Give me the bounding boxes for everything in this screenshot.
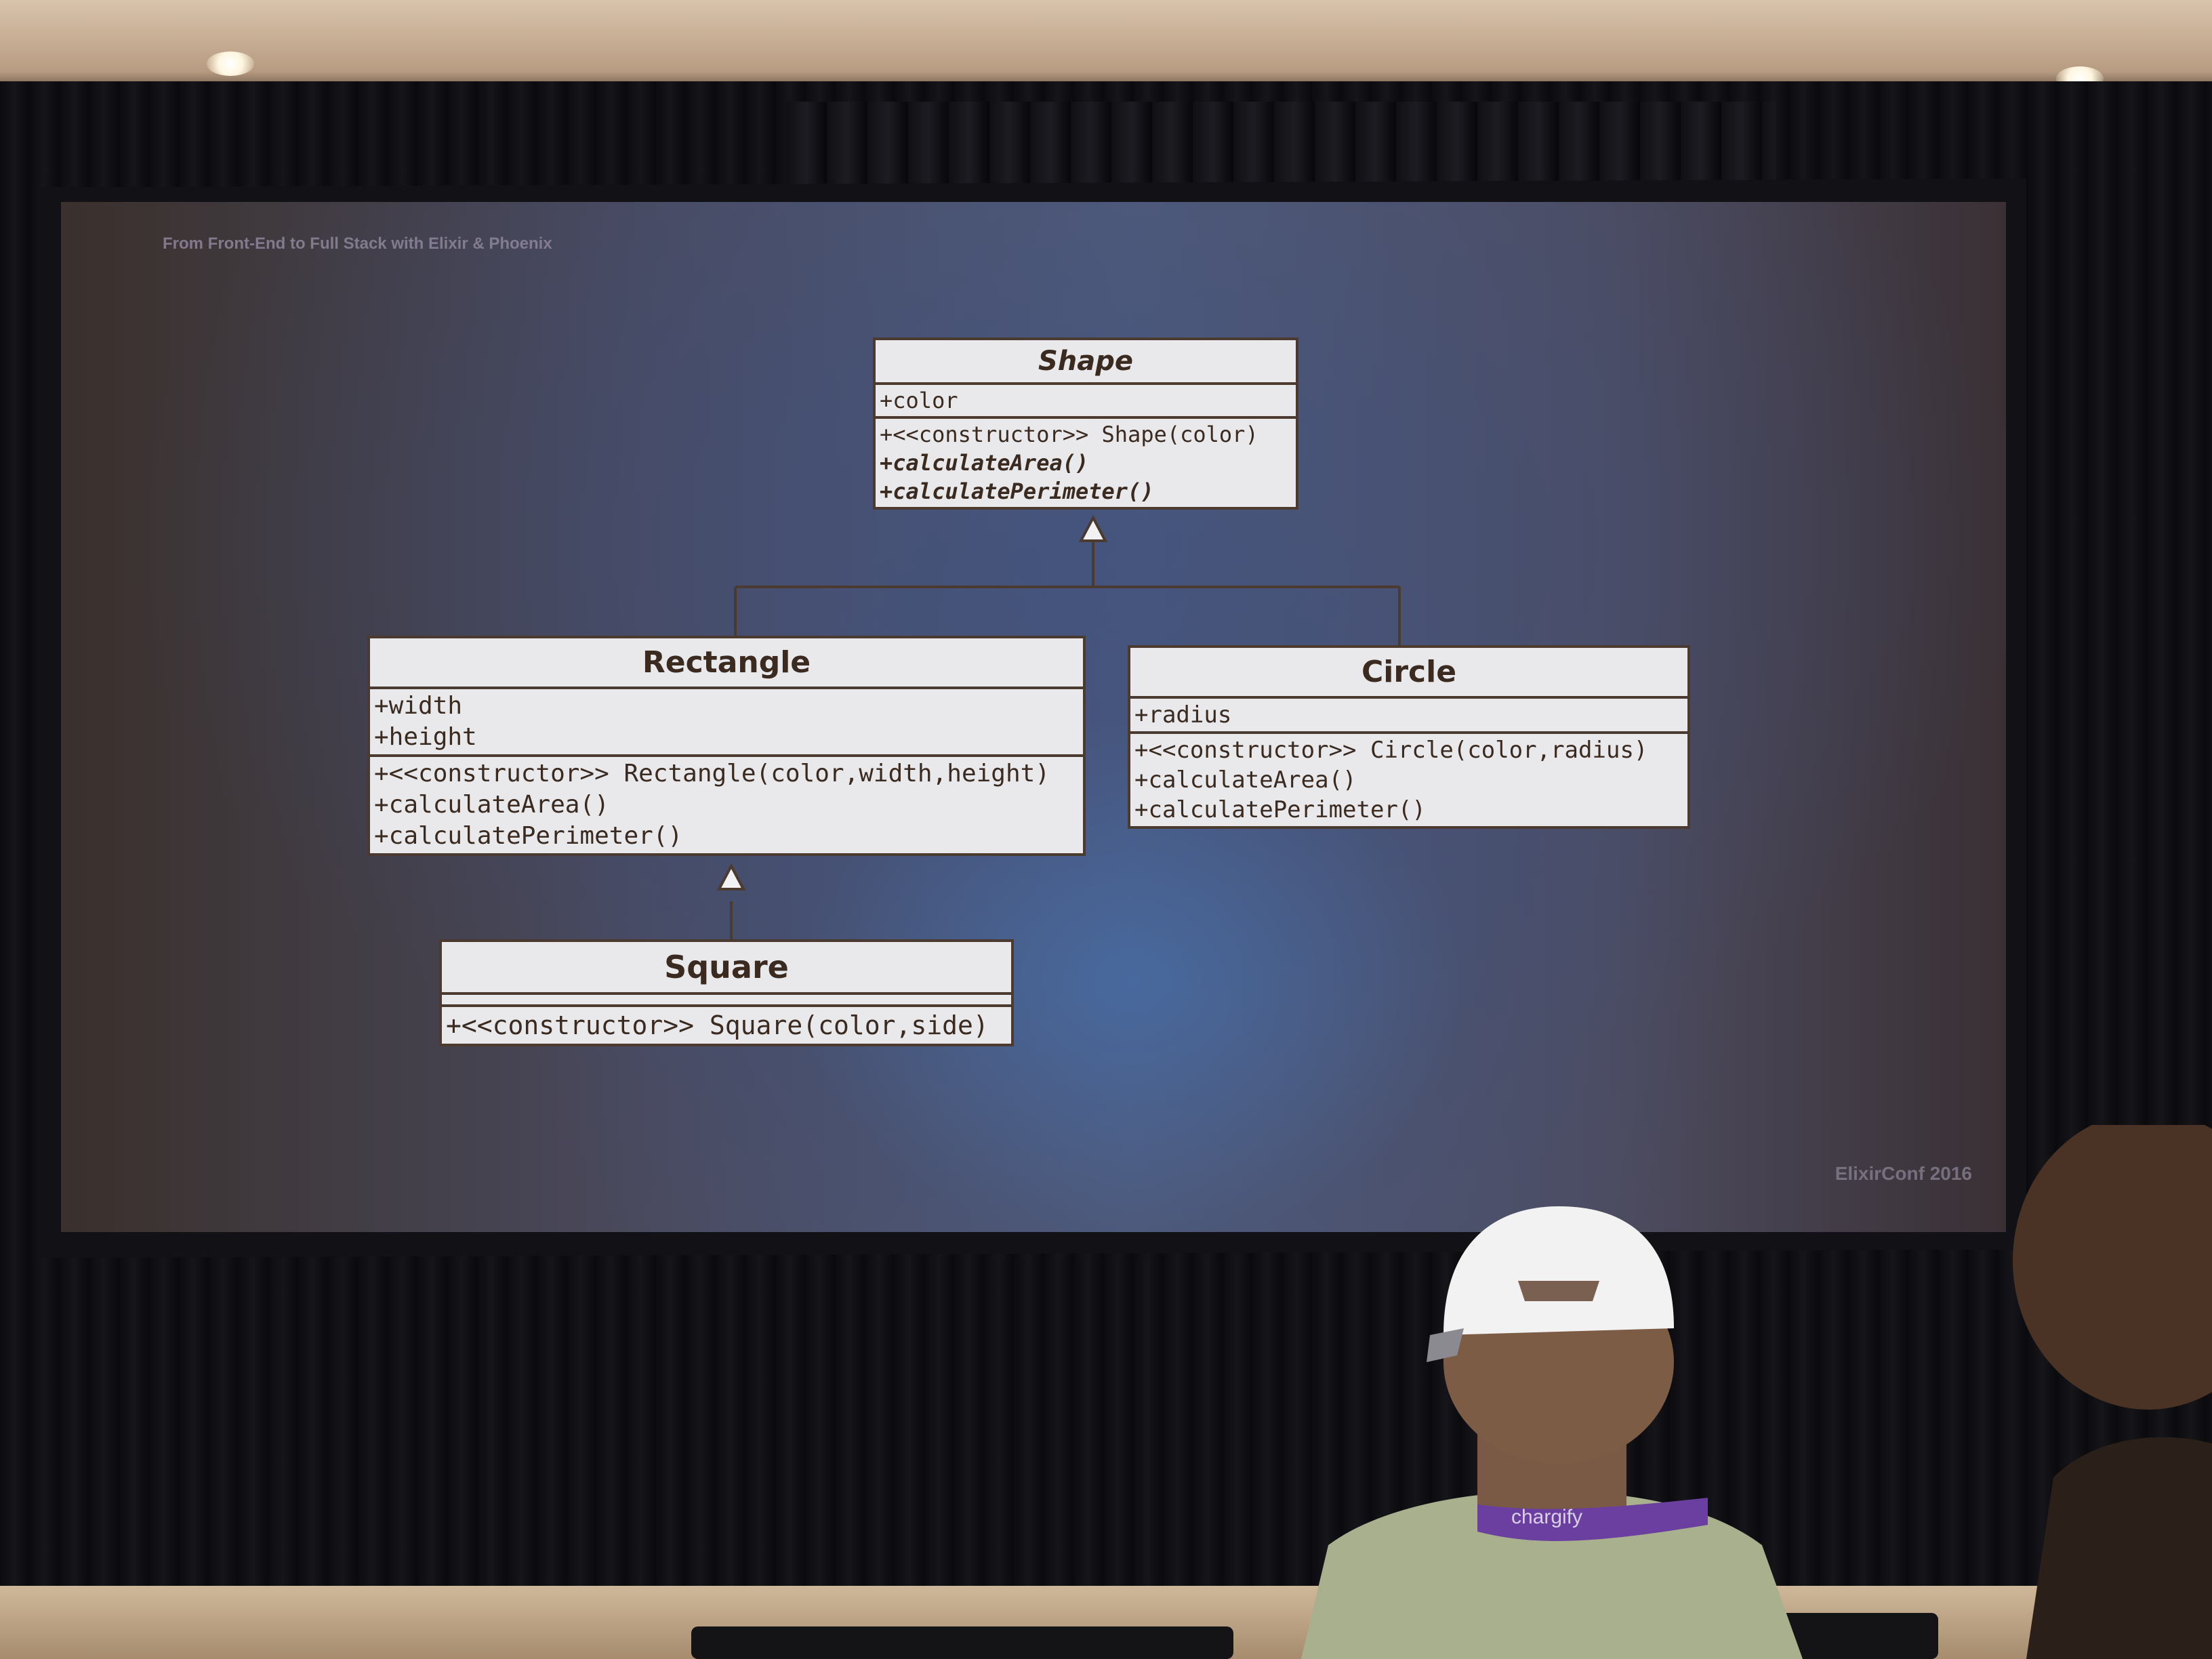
operation: +<<constructor>> Circle(color,radius) [1134,737,1648,764]
class-operations: +<<constructor>> Square(color,side) [442,1007,1011,1044]
operation: +calculateArea() [880,450,1089,476]
cap-strap [1518,1281,1599,1301]
baseball-cap [1443,1206,1674,1335]
inheritance-connectors [716,514,1401,939]
class-operations: +<<constructor>> Shape(color) +calculate… [876,419,1296,507]
class-attributes-empty [442,995,1011,1007]
operation: +calculateArea() [1134,766,1357,794]
class-name: Circle [1130,648,1687,699]
operation: +<<constructor>> Square(color,side) [446,1010,989,1040]
attribute: +color [880,388,958,413]
class-rectangle: Rectangle +width +height +<<constructor>… [367,636,1086,856]
class-circle: Circle +radius +<<constructor>> Circle(c… [1128,645,1690,829]
class-square: Square +<<constructor>> Square(color,sid… [439,939,1014,1046]
operation: +calculatePerimeter() [1134,796,1426,823]
class-name: Rectangle [370,638,1083,689]
lanyard-text: chargify [1511,1506,1582,1528]
slide-footer: ElixirConf 2016 [1835,1163,1972,1184]
class-attributes: +radius [1130,699,1687,734]
class-shape: Shape +color +<<constructor>> Shape(colo… [873,337,1298,510]
attribute: +radius [1134,701,1232,729]
operation: +calculateArea() [374,791,609,819]
audience-member [2013,1125,2212,1659]
projection-screen: From Front-End to Full Stack with Elixir… [61,202,2006,1232]
operation: +<<constructor>> Shape(color) [880,422,1258,447]
audience-member: chargify [1301,1206,1803,1659]
class-attributes: +color [876,385,1296,419]
class-attributes: +width +height [370,689,1083,757]
class-name: Shape [876,340,1296,385]
generalization-arrow-shape [1078,514,1108,542]
attribute: +height [374,723,477,751]
operation: +<<constructor>> Rectangle(color,width,h… [374,760,1050,787]
slide-header: From Front-End to Full Stack with Elixir… [163,234,552,253]
operation: +calculatePerimeter() [880,478,1154,504]
attendee-shirt [1301,1491,1803,1659]
class-name: Square [442,942,1011,995]
attendee-lanyard [1477,1498,1708,1541]
audience-chair [691,1626,1233,1659]
class-operations: +<<constructor>> Rectangle(color,width,h… [370,757,1083,853]
generalization-arrow-rectangle [716,863,746,890]
attribute: +width [374,692,463,720]
operation: +calculatePerimeter() [374,822,683,850]
attendee-shoulder [2026,1437,2212,1659]
cap-brim [1427,1328,1464,1362]
attendee-head [2013,1125,2212,1410]
ceiling-light [207,52,254,76]
class-operations: +<<constructor>> Circle(color,radius) +c… [1130,734,1687,826]
